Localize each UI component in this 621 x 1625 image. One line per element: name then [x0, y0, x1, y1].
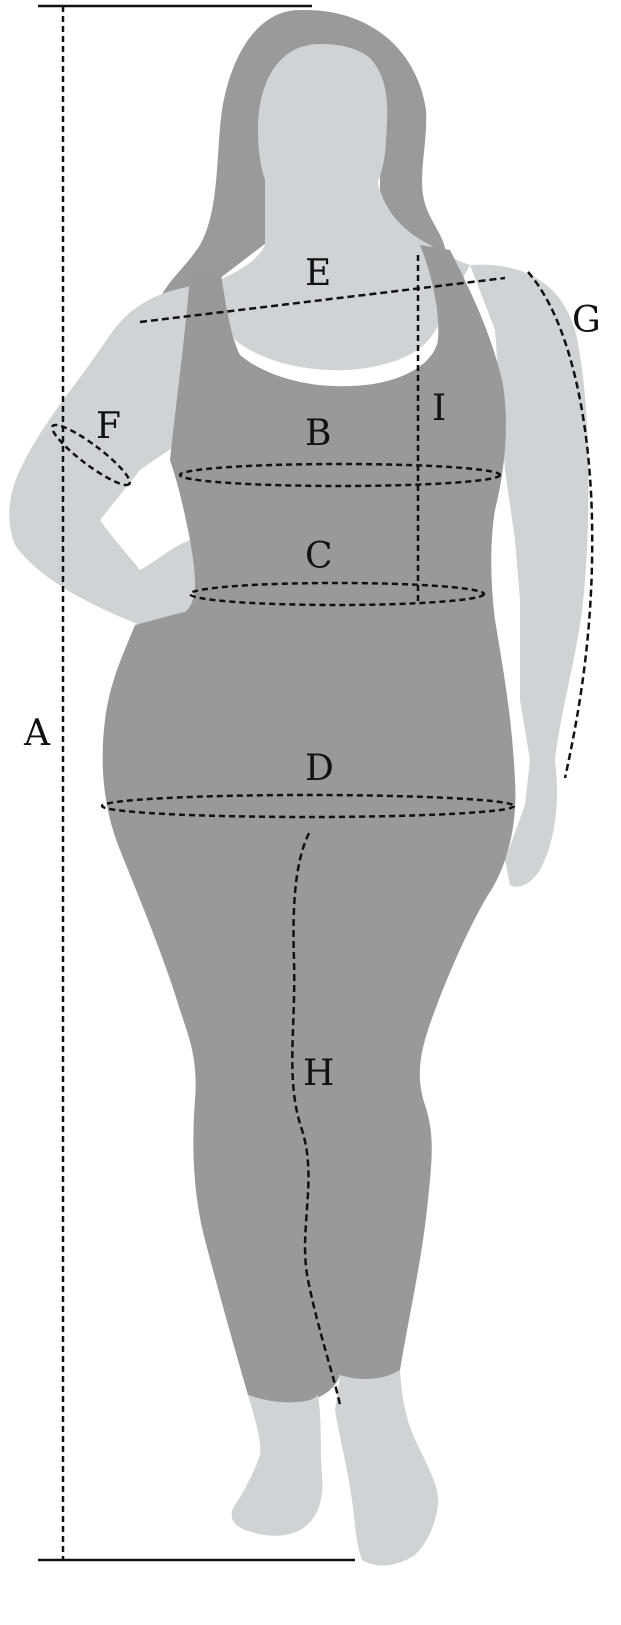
figure	[9, 10, 588, 1566]
label-h: H	[303, 1053, 334, 1094]
label-e: E	[305, 253, 331, 294]
right-foot	[335, 1370, 438, 1565]
label-f: F	[96, 406, 121, 447]
label-i: I	[432, 388, 446, 429]
label-a: A	[23, 713, 51, 754]
label-d: D	[305, 748, 334, 789]
label-c: C	[305, 536, 333, 577]
left-foot	[232, 1395, 323, 1536]
label-g: G	[572, 300, 601, 341]
label-b: B	[305, 413, 331, 454]
